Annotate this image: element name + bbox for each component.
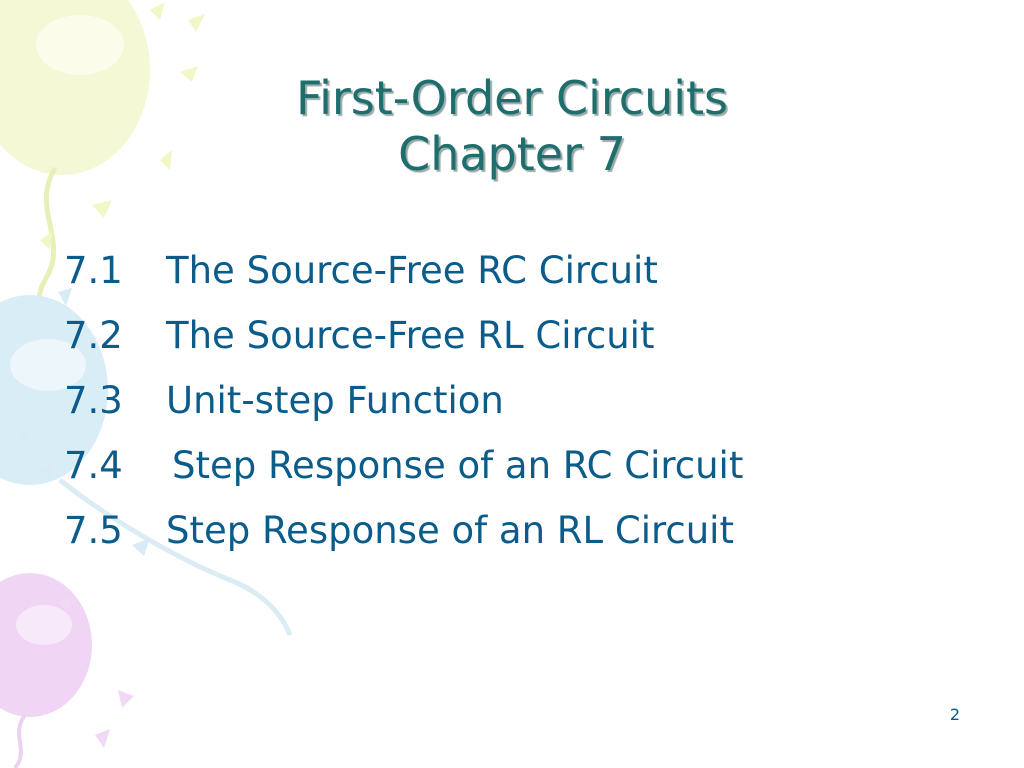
list-item: 7.3 Unit-step Function [64, 368, 743, 433]
title-line-2: Chapter 7 [398, 127, 626, 181]
section-list: 7.1 The Source-Free RC Circuit 7.2 The S… [64, 238, 743, 563]
item-number: 7.3 [64, 379, 123, 422]
list-item: 7.2 The Source-Free RL Circuit [64, 303, 743, 368]
item-text: Unit-step Function [166, 379, 504, 422]
item-text: Step Response of an RC Circuit [172, 444, 744, 487]
yellow-balloon-icon [0, 0, 150, 382]
item-text: The Source-Free RC Circuit [166, 249, 658, 292]
slide-title: First-Order Circuits Chapter 7 [0, 70, 1024, 182]
list-item: 7.4 Step Response of an RC Circuit [64, 433, 743, 498]
item-text: Step Response of an RL Circuit [166, 509, 734, 552]
list-item: 7.1 The Source-Free RC Circuit [64, 238, 743, 303]
page-number: 2 [949, 705, 961, 724]
item-number: 7.5 [64, 509, 123, 552]
item-number: 7.4 [64, 444, 123, 487]
item-text: The Source-Free RL Circuit [166, 314, 655, 357]
item-number: 7.1 [64, 249, 123, 292]
confetti-icon [40, 2, 205, 250]
list-item: 7.5 Step Response of an RL Circuit [64, 498, 743, 563]
title-line-1: First-Order Circuits [295, 71, 729, 125]
item-number: 7.2 [64, 314, 123, 357]
purple-balloon-icon [0, 573, 92, 768]
